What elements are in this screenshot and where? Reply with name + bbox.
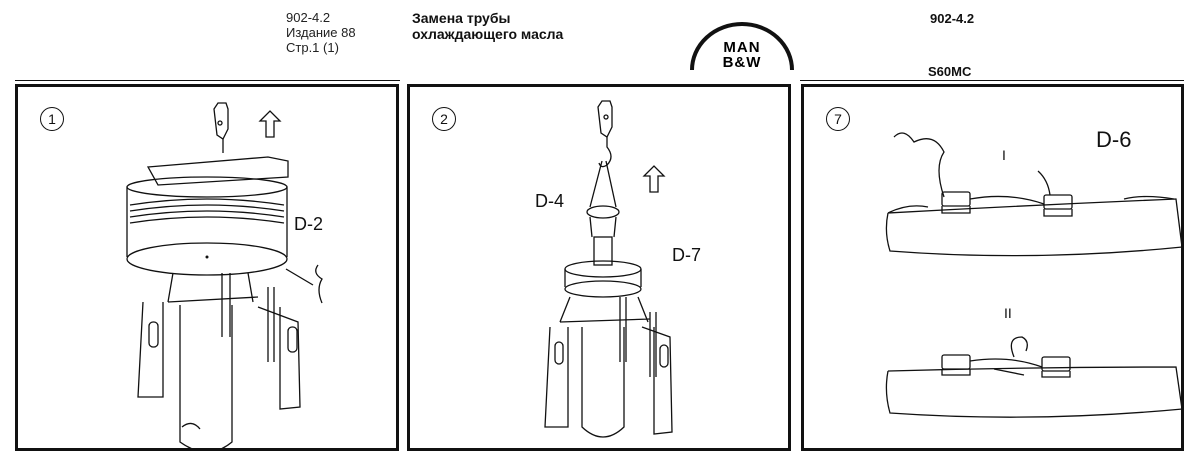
part-label-d2: D-2 [294,214,324,234]
svg-text:MAN: MAN [723,39,760,56]
part-label-d6: D-6 [1096,127,1132,152]
doc-number: 902-4.2 [286,10,331,25]
part-label-d4: D-4 [535,191,565,211]
step-number: 7 [826,107,850,131]
header-rule-right [800,80,1184,81]
header-rule-left [15,80,400,81]
edition: Издание 88 [286,25,356,40]
step-number: 2 [432,107,456,131]
engine-model: S60MC [928,64,972,79]
doc-number-right: 902-4.2 [930,11,975,26]
title-line-2: охлаждающего масла [412,26,564,42]
page-number: Стр.1 (1) [286,40,339,55]
sub-label-ii: II [1004,305,1012,321]
panel-step-2: 2 D-4 D-7 [407,84,791,451]
part-label-d7: D-7 [672,245,702,265]
step-number: 1 [40,107,64,131]
tube-lift-illustration [544,100,673,438]
doc-meta: 902-4.2 Издание 88 Стр.1 (1) [286,10,356,55]
panel-step-7: 7 I II D-6 [801,84,1184,451]
lock-wire-illustration [885,132,1181,418]
piston-lift-illustration [126,102,323,448]
doc-title: Замена трубы охлаждающего масла [412,10,563,42]
sub-label-i: I [1002,147,1006,163]
man-bw-logo: MAN B&W [684,14,800,72]
panel-step-1: 1 [15,84,399,451]
svg-text:B&W: B&W [723,54,762,71]
title-line-1: Замена трубы [412,10,511,26]
